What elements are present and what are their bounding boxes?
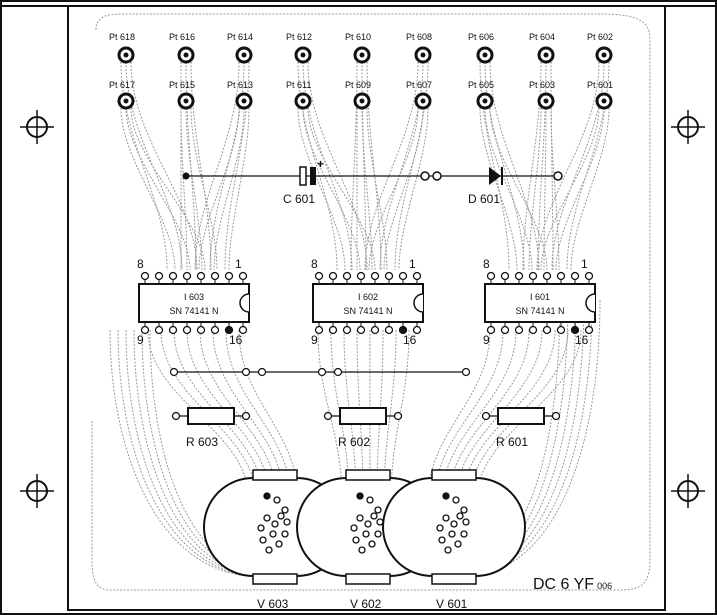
- mounting-hole-left-bottom: [20, 474, 54, 508]
- ic-name: I 602: [358, 292, 378, 302]
- test-point-pad: [294, 46, 312, 64]
- test-points: Pt 618 Pt 616 Pt 614 Pt 612 Pt 610 Pt 608 Pt 6…: [109, 32, 613, 110]
- resistor-label: R 601: [496, 435, 528, 449]
- mounting-hole-right-top: [671, 110, 705, 144]
- test-point-pad: [476, 46, 494, 64]
- ic-3-package: [484, 271, 596, 335]
- ic-part-number: SN 74141 N: [515, 306, 564, 316]
- resistor-body: [323, 407, 403, 425]
- diode-label: D 601: [468, 192, 500, 206]
- tube-label: V 603: [257, 597, 289, 611]
- resistor-label: R 603: [186, 435, 218, 449]
- test-point-pad: [595, 92, 613, 110]
- resistor-bus: [169, 367, 471, 377]
- resistor-body: [481, 407, 561, 425]
- ic-pin-label: 1: [409, 257, 416, 271]
- ic-pin-label: 16: [403, 333, 417, 347]
- ic-pin-label: 8: [311, 257, 318, 271]
- test-point-pad: [353, 46, 371, 64]
- test-point-pad: [414, 92, 432, 110]
- ic-pin-label: 8: [483, 257, 490, 271]
- capacitor-label: C 601: [283, 192, 315, 206]
- test-point-label: Pt 607: [406, 80, 432, 90]
- test-point-label: Pt 605: [468, 80, 494, 90]
- ic-name: I 601: [530, 292, 550, 302]
- test-point-pad: [353, 92, 371, 110]
- test-point-pad: [595, 46, 613, 64]
- capacitor-polarity: +: [317, 157, 324, 171]
- test-point-label: Pt 612: [286, 32, 312, 42]
- integrated-circuits: I 603 SN 74141 N 8 1 9 16 I 602 SN 74141 N 8 1 9 16…: [137, 257, 596, 347]
- tube-sockets: V 603 V 602 V 601: [203, 469, 526, 611]
- resistor-label: R 602: [338, 435, 370, 449]
- ic-2-package: [312, 271, 424, 335]
- ic-pin-label: 9: [137, 333, 144, 347]
- cap-diode-rail: [182, 171, 563, 181]
- ic-part-number: SN 74141 N: [343, 306, 392, 316]
- ic-part-number: SN 74141 N: [169, 306, 218, 316]
- ic-pin-label: 8: [137, 257, 144, 271]
- tube-label: V 601: [436, 597, 468, 611]
- test-point-label: Pt 602: [587, 32, 613, 42]
- test-point-label: Pt 610: [345, 32, 371, 42]
- test-point-pad: [235, 46, 253, 64]
- board-frame: [67, 5, 666, 611]
- test-point-label: Pt 618: [109, 32, 135, 42]
- capacitor-c601-symbol: [299, 166, 316, 186]
- ic-pin-label: 16: [575, 333, 589, 347]
- diode-d601-symbol: [489, 167, 503, 185]
- ic-pin-label: 1: [235, 257, 242, 271]
- test-point-label: Pt 604: [529, 32, 555, 42]
- test-point-pad: [235, 92, 253, 110]
- test-point-label: Pt 606: [468, 32, 494, 42]
- mounting-hole-left-top: [20, 110, 54, 144]
- board-code-suffix: 006: [597, 581, 612, 591]
- test-point-pad: [414, 46, 432, 64]
- resistor-body: [171, 407, 251, 425]
- ic-pin-label: 9: [311, 333, 318, 347]
- board-code-main: DC 6 YF: [533, 576, 594, 593]
- ic-1-package: [138, 271, 250, 335]
- test-point-pad: [294, 92, 312, 110]
- test-point-label: Pt 609: [345, 80, 371, 90]
- mounting-hole-right-bottom: [671, 474, 705, 508]
- test-point-label: Pt 616: [169, 32, 195, 42]
- test-point-label: Pt 608: [406, 32, 432, 42]
- ic-pin-label: 9: [483, 333, 490, 347]
- test-point-pad: [117, 46, 135, 64]
- test-point-label: Pt 617: [109, 80, 135, 90]
- test-point-pad: [177, 92, 195, 110]
- ic-name: I 603: [184, 292, 204, 302]
- ic-pin-label: 16: [229, 333, 243, 347]
- test-point-pad: [537, 92, 555, 110]
- test-point-label: Pt 614: [227, 32, 253, 42]
- test-point-label: Pt 615: [169, 80, 195, 90]
- test-point-pad: [476, 92, 494, 110]
- test-point-pad: [537, 46, 555, 64]
- test-point-label: Pt 611: [286, 80, 311, 90]
- tube-label: V 602: [350, 597, 382, 611]
- test-point-label: Pt 613: [227, 80, 253, 90]
- tube-socket: [382, 469, 526, 585]
- test-point-label: Pt 603: [529, 80, 555, 90]
- test-point-pad: [177, 46, 195, 64]
- test-point-label: Pt 601: [587, 80, 613, 90]
- test-point-pad: [117, 92, 135, 110]
- resistors: R 603 R 602 R 601: [171, 407, 561, 449]
- ic-pin-label: 1: [581, 257, 588, 271]
